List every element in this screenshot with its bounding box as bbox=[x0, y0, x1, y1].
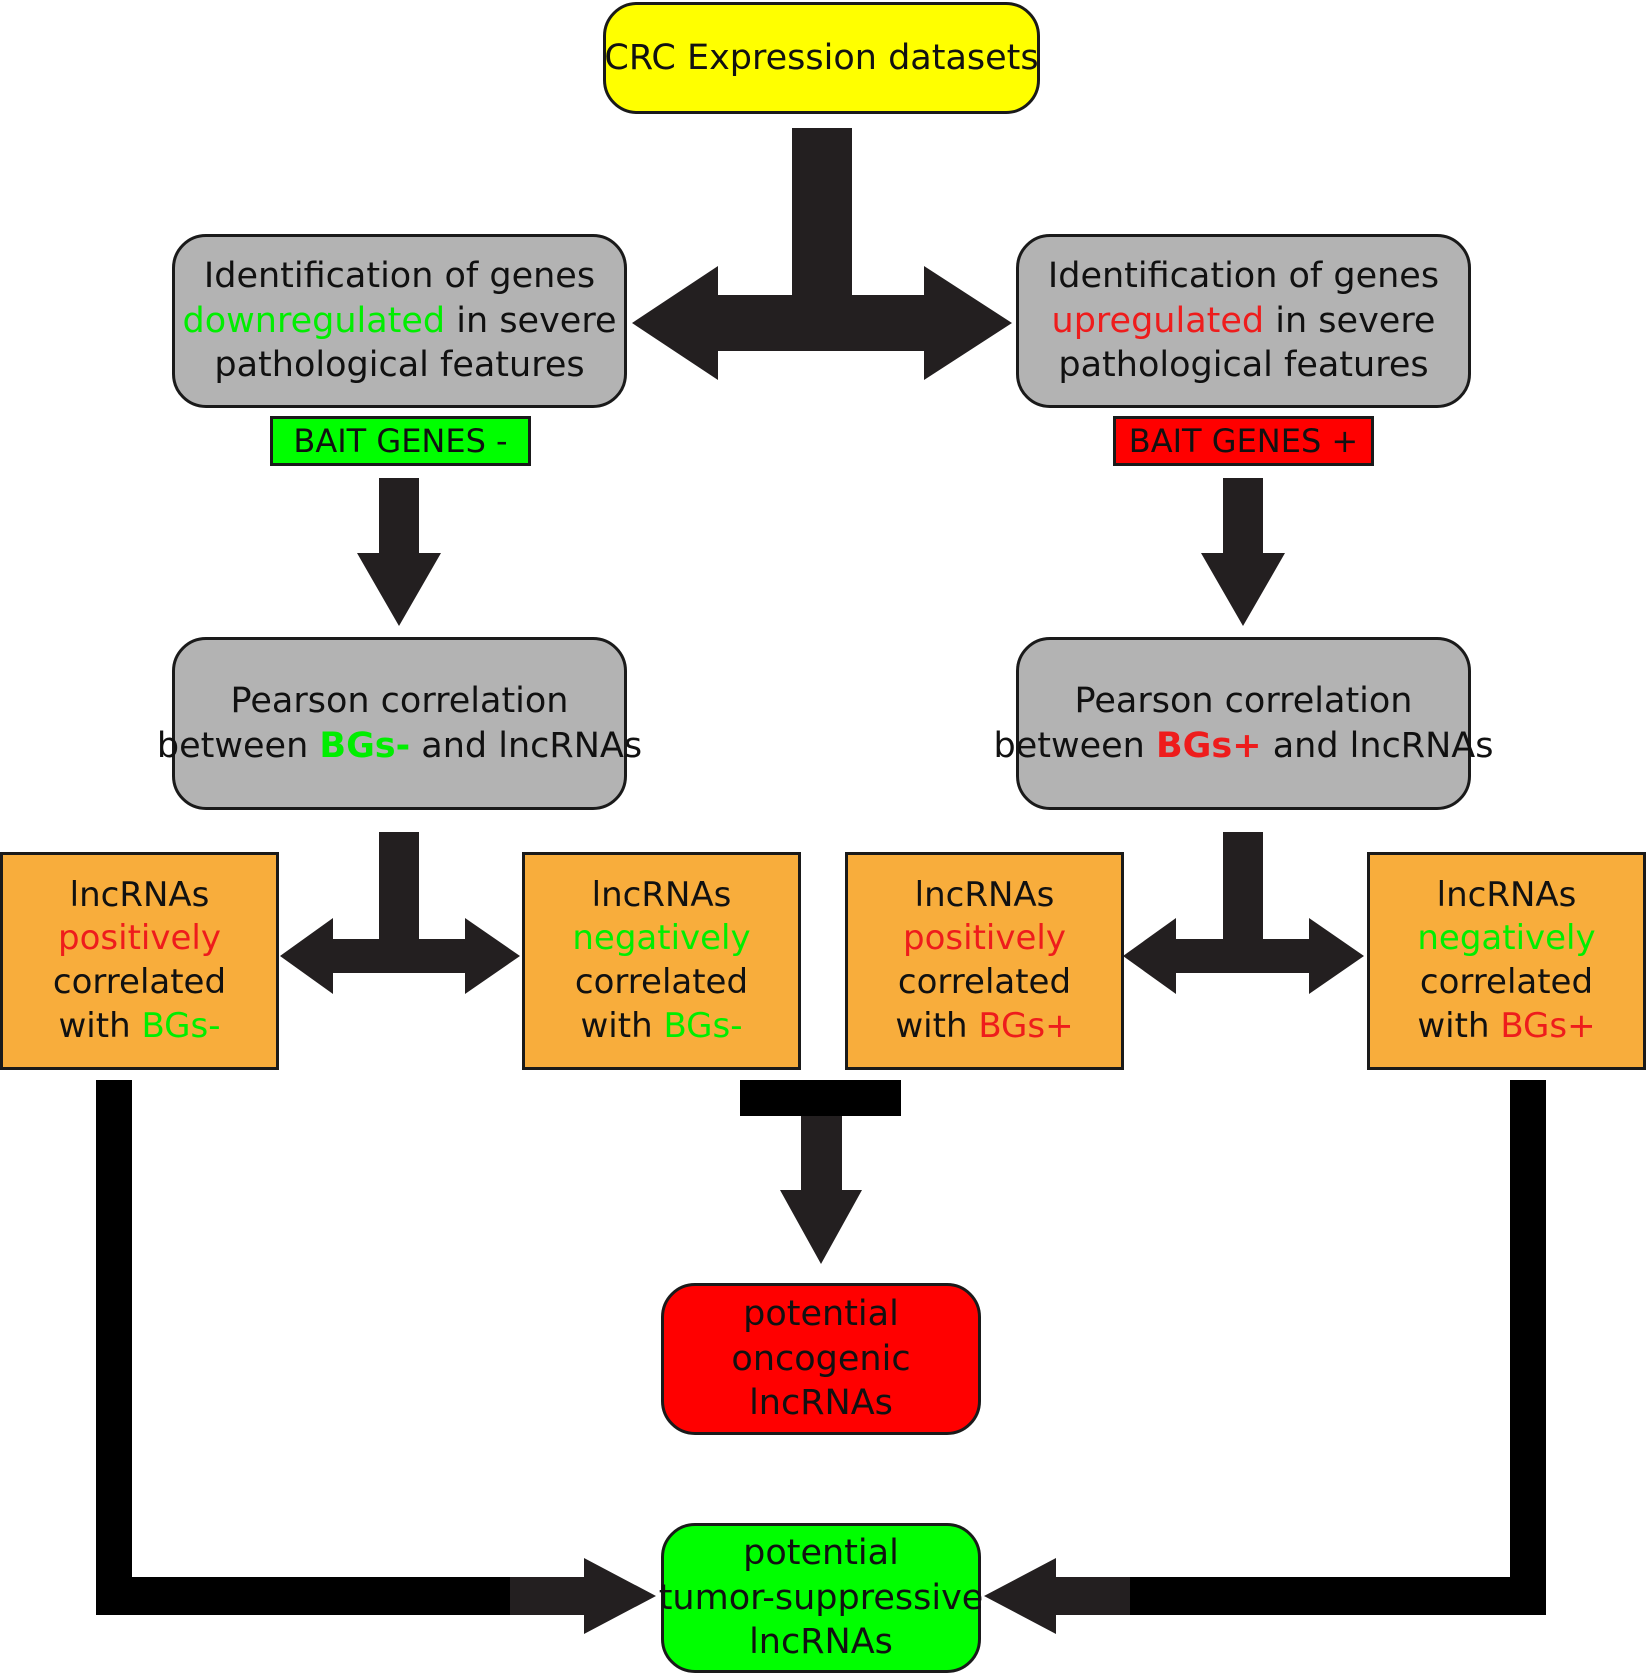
oncogenic-l1: potential bbox=[743, 1293, 899, 1334]
suppressive-l2: tumor-suppressive bbox=[658, 1577, 984, 1618]
top-double-arrow bbox=[632, 266, 1012, 380]
pos-minus-l1: lncRNAs bbox=[69, 874, 210, 915]
neg-plus-bgs: BGs+ bbox=[1500, 1005, 1596, 1046]
right-down-arrow bbox=[1201, 478, 1285, 626]
oncogenic-arrow bbox=[780, 1116, 862, 1264]
identify-up-line2-rest: in severe bbox=[1264, 300, 1436, 341]
left-split-stem bbox=[379, 832, 419, 940]
neg-plus-l1: lncRNAs bbox=[1436, 874, 1577, 915]
pearson-right-line2: between BGs+ and lncRNAs bbox=[994, 724, 1494, 769]
bgs-plus-bold: BGs+ bbox=[1155, 725, 1262, 766]
crc-datasets-label: CRC Expression datasets bbox=[604, 37, 1039, 78]
pos-plus-l1: lncRNAs bbox=[914, 874, 1055, 915]
right-loop-line bbox=[1130, 1080, 1546, 1615]
lncrna-pos-bgs-plus-node: lncRNAs positively correlated with BGs+ bbox=[845, 852, 1124, 1070]
pearson-right-line1: Pearson correlation bbox=[1074, 680, 1413, 721]
suppressive-l3: lncRNAs bbox=[749, 1622, 893, 1663]
identify-up-line3: pathological features bbox=[1058, 345, 1429, 386]
pearson-right-node: Pearson correlation between BGs+ and lnc… bbox=[994, 637, 1494, 810]
neg-plus-l2: negatively bbox=[1417, 918, 1596, 959]
neg-minus-l3: correlated bbox=[574, 962, 749, 1002]
identify-up-line1: Identification of genes bbox=[1047, 255, 1440, 296]
pearson-right-and: and lncRNAs bbox=[1261, 725, 1494, 766]
pos-plus-bgs: BGs+ bbox=[978, 1005, 1074, 1046]
pearson-left-node: Pearson correlation between BGs- and lnc… bbox=[157, 637, 642, 810]
pearson-left-line1: Pearson correlation bbox=[230, 680, 569, 721]
lncrna-pos-bgs-minus-node: lncRNAs positively correlated with BGs- bbox=[0, 852, 279, 1070]
identify-downregulated-node: Identification of genes downregulated in… bbox=[172, 234, 627, 408]
pearson-left-between: between bbox=[156, 725, 320, 766]
pos-plus-l3: correlated bbox=[897, 962, 1072, 1002]
suppressive-l1: potential bbox=[743, 1532, 899, 1573]
neg-minus-bgs: BGs- bbox=[663, 1005, 743, 1046]
pos-plus-l4: with BGs+ bbox=[895, 1005, 1073, 1049]
pos-plus-l2: positively bbox=[903, 918, 1066, 959]
neg-minus-l2: negatively bbox=[572, 918, 751, 959]
bait-genes-minus-label: BAIT GENES - bbox=[293, 422, 508, 460]
lncrna-neg-bgs-minus-node: lncRNAs negatively correlated with BGs- bbox=[522, 852, 801, 1070]
left-down-arrow bbox=[357, 478, 441, 626]
bait-genes-minus-badge: BAIT GENES - bbox=[270, 416, 531, 466]
pos-minus-l2: positively bbox=[58, 918, 221, 959]
crc-datasets-node: CRC Expression datasets bbox=[603, 2, 1040, 114]
neg-plus-l3: correlated bbox=[1419, 962, 1594, 1002]
identify-down-line1: Identification of genes bbox=[203, 255, 596, 296]
neg-plus-l4: with BGs+ bbox=[1417, 1005, 1595, 1049]
merge-bar bbox=[740, 1080, 901, 1116]
pearson-left-and: and lncRNAs bbox=[410, 725, 643, 766]
identify-down-line2-rest: in severe bbox=[445, 300, 617, 341]
downregulated-text: downregulated bbox=[182, 300, 446, 341]
bait-genes-plus-label: BAIT GENES + bbox=[1128, 422, 1359, 460]
right-suppressive-arrow bbox=[984, 1558, 1130, 1634]
oncogenic-lncrnas-node: potential oncogenic lncRNAs bbox=[661, 1283, 981, 1435]
pearson-right-between: between bbox=[993, 725, 1156, 766]
identify-upregulated-node: Identification of genes upregulated in s… bbox=[1016, 234, 1471, 408]
tumor-suppressive-lncrnas-node: potential tumor-suppressive lncRNAs bbox=[658, 1523, 984, 1673]
neg-plus-with: with bbox=[1417, 1005, 1501, 1046]
left-suppressive-arrow bbox=[510, 1558, 656, 1634]
identify-down-line2: downregulated in severe bbox=[183, 299, 617, 344]
pos-minus-bgs: BGs- bbox=[141, 1005, 221, 1046]
neg-minus-l1: lncRNAs bbox=[591, 874, 732, 915]
oncogenic-l2: oncogenic bbox=[731, 1338, 911, 1379]
neg-minus-l4: with BGs- bbox=[580, 1005, 742, 1049]
lncrna-neg-bgs-plus-node: lncRNAs negatively correlated with BGs+ bbox=[1367, 852, 1646, 1070]
oncogenic-l3: lncRNAs bbox=[749, 1383, 893, 1424]
right-split-stem bbox=[1223, 832, 1263, 940]
left-split-arrow bbox=[280, 918, 520, 994]
bgs-minus-bold: BGs- bbox=[319, 725, 411, 766]
pos-minus-with: with bbox=[58, 1005, 142, 1046]
pos-minus-l3: correlated bbox=[52, 962, 227, 1002]
right-split-arrow bbox=[1123, 918, 1364, 994]
pos-plus-with: with bbox=[895, 1005, 979, 1046]
left-loop-line bbox=[96, 1080, 510, 1615]
bait-genes-plus-badge: BAIT GENES + bbox=[1113, 416, 1374, 466]
pearson-left-line2: between BGs- and lncRNAs bbox=[157, 724, 642, 769]
identify-up-line2: upregulated in severe bbox=[1052, 299, 1436, 344]
upregulated-text: upregulated bbox=[1051, 300, 1265, 341]
identify-down-line3: pathological features bbox=[214, 345, 585, 386]
neg-minus-with: with bbox=[580, 1005, 664, 1046]
pos-minus-l4: with BGs- bbox=[58, 1005, 220, 1049]
